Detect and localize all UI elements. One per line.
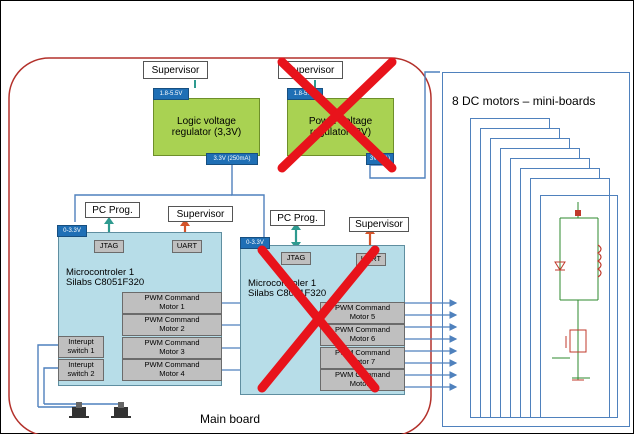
main-board-label: Main board — [200, 412, 261, 426]
mcu2-pc-prog: PC Prog. — [270, 210, 325, 226]
mcu2-voltage-tag: 0-3.3V — [240, 237, 270, 249]
mcu2-name: Microcontroler 1 Silabs C8051F320 — [248, 278, 327, 300]
motor-card-8 — [540, 195, 618, 418]
main-board-outline — [8, 57, 432, 434]
power-regulator-input: 1.8-5.5V — [287, 88, 323, 100]
mcu1-jtag: JTAG — [94, 240, 124, 253]
logic-regulator-input: 1.8-5.5V — [153, 88, 189, 100]
mcu2-supervisor-box: Supervisor — [349, 217, 409, 232]
logic-voltage-regulator: Logic voltage regulator (3,3V) — [153, 98, 260, 156]
mcu1-pc-prog: PC Prog. — [85, 202, 140, 218]
mcu1-uart: UART — [172, 240, 202, 253]
logic-supervisor-box: Supervisor — [143, 61, 208, 79]
push-button-icon — [69, 402, 131, 418]
mcu1-supervisor-box: Supervisor — [168, 206, 233, 222]
power-regulator-title: Power voltage regulator (3V) — [308, 116, 373, 138]
power-supervisor-box: Supervisor — [278, 61, 343, 79]
supervisor-label: Supervisor — [151, 64, 200, 76]
power-regulator-output: 3V (1A) — [366, 153, 394, 165]
mcu2-jtag: JTAG — [281, 252, 311, 265]
logic-regulator-title: Logic voltage regulator (3,3V) — [171, 116, 242, 138]
mcu1-voltage-tag: 0-3.3V — [57, 225, 87, 237]
motors-panel-title: 8 DC motors – mini-boards — [452, 94, 596, 108]
mcu1-name: Microcontroler 1 Silabs C8051F320 — [66, 267, 145, 289]
power-voltage-regulator: Power voltage regulator (3V) — [287, 98, 394, 156]
logic-regulator-output: 3.3V (250mA) — [206, 153, 258, 165]
mcu2-uart: UART — [356, 253, 386, 266]
